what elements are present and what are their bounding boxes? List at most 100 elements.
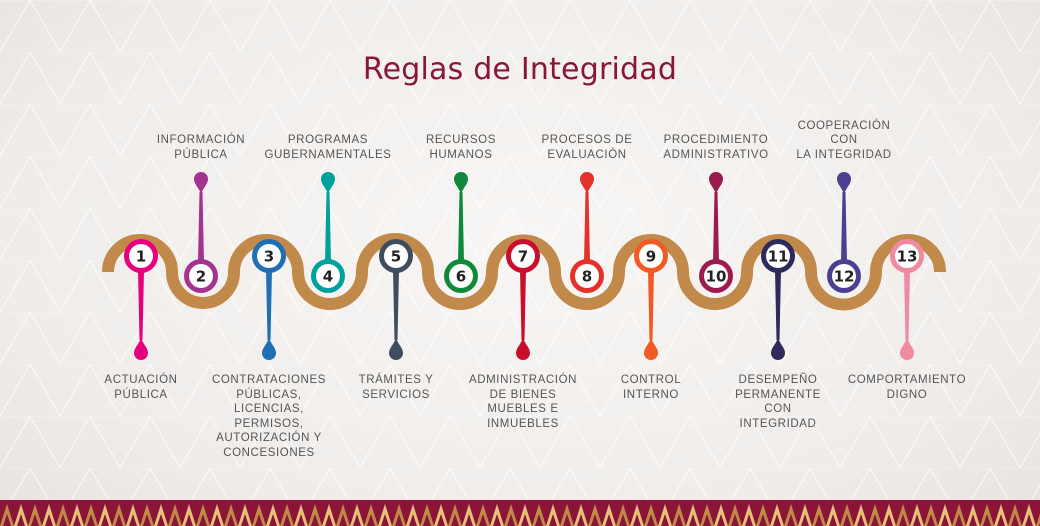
border-triangle-inner — [353, 514, 361, 526]
border-triangle-inner — [829, 514, 837, 526]
rule-label-6: RECURSOS HUMANOS — [426, 134, 496, 161]
rule-pin-9: 9 — [634, 239, 668, 360]
rule-circle-inner — [639, 244, 663, 268]
border-triangle-inner — [731, 514, 739, 526]
border-triangle-inner — [311, 514, 319, 526]
rule-stem — [458, 192, 464, 262]
border-triangle-inner — [479, 514, 487, 526]
rule-pin-6: 6 — [444, 172, 478, 293]
border-triangle-inner — [367, 514, 375, 526]
border-triangle-inner — [941, 514, 949, 526]
rule-pin-11: 11 — [761, 239, 795, 360]
border-triangle-inner — [59, 514, 67, 526]
border-triangle-inner — [87, 514, 95, 526]
rule-stem — [138, 270, 144, 340]
rule-drop-icon — [389, 338, 403, 360]
page-title: Reglas de Integridad — [362, 52, 678, 87]
rule-circle-inner — [575, 264, 599, 288]
rule-drop-icon — [709, 172, 723, 194]
rule-pin-5: 5 — [379, 239, 413, 360]
border-triangle-inner — [451, 514, 459, 526]
border-triangle-inner — [661, 514, 669, 526]
border-triangle-inner — [381, 514, 389, 526]
rule-circle-inner — [129, 244, 153, 268]
border-triangle-inner — [45, 514, 53, 526]
rule-drop-icon — [900, 338, 914, 360]
rule-circle-inner — [384, 244, 408, 268]
rule-pin-12: 12 — [827, 172, 861, 293]
rule-pin-8: 8 — [570, 172, 604, 293]
border-triangle-inner — [269, 514, 277, 526]
border-triangle-inner — [675, 514, 683, 526]
rule-label-4: PROGRAMAS GUBERNAMENTALES — [264, 134, 392, 161]
border-triangle-inner — [227, 514, 235, 526]
rule-pin-13: 13 — [890, 239, 924, 360]
border-triangle-inner — [115, 514, 123, 526]
border-triangle-inner — [171, 514, 179, 526]
rule-pin-1: 1 — [124, 239, 158, 360]
rule-stem — [198, 192, 204, 262]
border-triangle-inner — [325, 514, 333, 526]
border-triangle-inner — [549, 514, 557, 526]
rule-stem — [775, 270, 781, 340]
rule-circle-inner — [832, 264, 856, 288]
rule-circle-inner — [704, 264, 728, 288]
rule-circle-inner — [449, 264, 473, 288]
rule-label-5: TRÁMITES Y SERVICIOS — [358, 374, 434, 401]
border-triangle-inner — [563, 514, 571, 526]
border-triangle-inner — [983, 514, 991, 526]
rule-stem — [520, 270, 526, 340]
rule-label-7: ADMINISTRACIÓN DE BIENES MUEBLES E INMUE… — [468, 374, 578, 430]
border-triangle-inner — [241, 514, 249, 526]
rule-stem — [841, 192, 847, 262]
rule-label-12: COOPERACIÓN CON LA INTEGRIDAD — [796, 119, 892, 161]
rule-stem — [266, 270, 272, 340]
rule-number: 11 — [768, 248, 789, 266]
border-triangle-inner — [395, 514, 403, 526]
rule-label-11: DESEMPEÑO PERMANENTE CON INTEGRIDAD — [735, 374, 821, 430]
border-triangle-inner — [619, 514, 627, 526]
border-triangle-inner — [913, 514, 921, 526]
rule-drop-icon — [644, 338, 658, 360]
rule-pin-4: 4 — [311, 172, 345, 293]
rule-stem — [393, 270, 399, 340]
rule-drop-icon — [580, 172, 594, 194]
rule-number: 12 — [834, 268, 855, 286]
border-triangle-inner — [143, 514, 151, 526]
rule-number: 3 — [264, 248, 274, 266]
rule-pin-7: 7 — [506, 239, 540, 360]
border-triangle-inner — [647, 514, 655, 526]
rule-circle-inner — [511, 244, 535, 268]
rule-drop-icon — [837, 172, 851, 194]
border-triangle-inner — [885, 514, 893, 526]
border-triangle-inner — [773, 514, 781, 526]
rule-circle-inner — [895, 244, 919, 268]
border-triangle-inner — [605, 514, 613, 526]
rule-number: 1 — [136, 248, 146, 266]
rule-number: 5 — [391, 248, 401, 266]
rule-stem — [648, 270, 654, 340]
border-triangle-inner — [521, 514, 529, 526]
rule-pin-3: 3 — [252, 239, 286, 360]
border-triangle-inner — [73, 514, 81, 526]
rule-drop-icon — [454, 172, 468, 194]
rule-drop-icon — [321, 172, 335, 194]
border-triangle-inner — [871, 514, 879, 526]
border-triangle-inner — [857, 514, 865, 526]
border-triangle-inner — [31, 514, 39, 526]
border-triangle-inner — [969, 514, 977, 526]
border-triangle-inner — [997, 514, 1005, 526]
rule-circle-inner — [316, 264, 340, 288]
border-triangle-inner — [157, 514, 165, 526]
border-triangle-inner — [185, 514, 193, 526]
border-triangle-inner — [633, 514, 641, 526]
rule-label-10: PROCEDIMIENTO ADMINISTRATIVO — [663, 134, 769, 161]
border-triangle-inner — [437, 514, 445, 526]
border-triangle-inner — [927, 514, 935, 526]
border-triangle-inner — [339, 514, 347, 526]
border-triangle-inner — [717, 514, 725, 526]
border-triangle-inner — [297, 514, 305, 526]
rule-number: 6 — [456, 268, 466, 286]
rule-stem — [713, 192, 719, 262]
decorative-border — [0, 500, 1040, 526]
